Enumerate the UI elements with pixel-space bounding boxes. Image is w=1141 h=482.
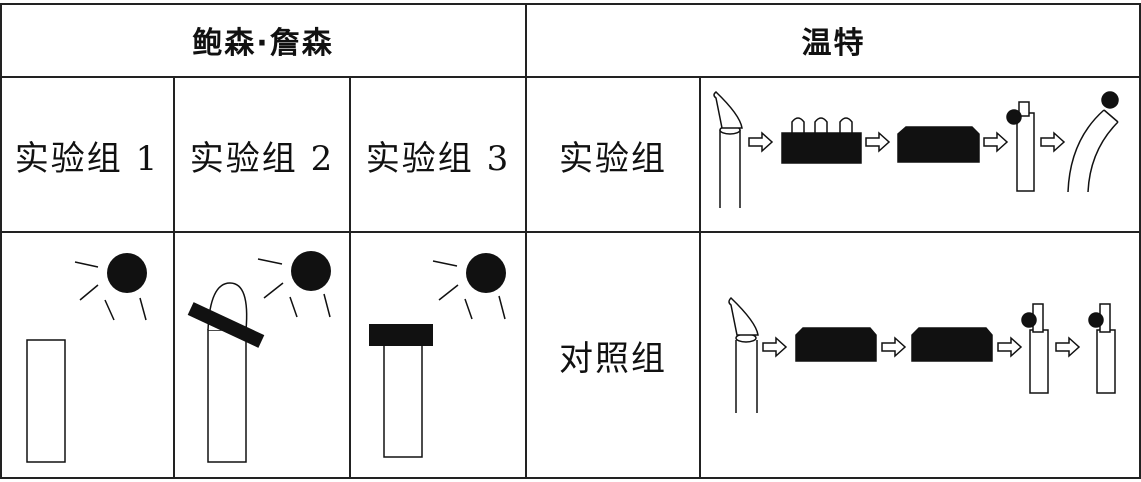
arrow-icon [984,133,1007,151]
agar-block [796,328,876,361]
sun-icon [107,253,147,293]
coleoptile-bending [1068,110,1118,192]
went-experimental-figure [714,92,1118,208]
mica-plate [369,324,433,346]
arrow-icon [1056,338,1079,356]
coleoptile-decapitated [1030,330,1048,393]
coleoptile-base [208,330,246,462]
agar-block [898,127,979,162]
agar-block-side [1007,110,1021,124]
arrow-icon [749,133,772,151]
bj-group1-figure [27,253,147,462]
arrow-icon [882,338,905,356]
coleoptile-with-tip [720,130,740,208]
bj-group3-figure [369,253,506,457]
agar-block [912,328,992,361]
coleoptile-base [384,344,422,457]
coleoptile-decapitated [27,340,65,462]
arrow-icon [998,338,1021,356]
coleoptile-decapitated [1017,113,1034,191]
agar-block-side [1022,313,1036,327]
table-grid-lines [1,4,1140,478]
coleoptile-decapitated [1097,330,1115,393]
arrow-icon [1041,133,1064,151]
sun-icon [291,251,331,291]
agar-block-side [1089,313,1103,327]
agar-block [782,133,861,163]
coleoptile-with-tip [736,340,757,413]
arrow-icon [866,133,889,151]
bj-group2-figure [188,251,331,462]
arrow-icon [763,338,786,356]
went-control-figure [729,298,1115,413]
agar-block-side [1102,92,1118,108]
sun-icon [466,253,506,293]
